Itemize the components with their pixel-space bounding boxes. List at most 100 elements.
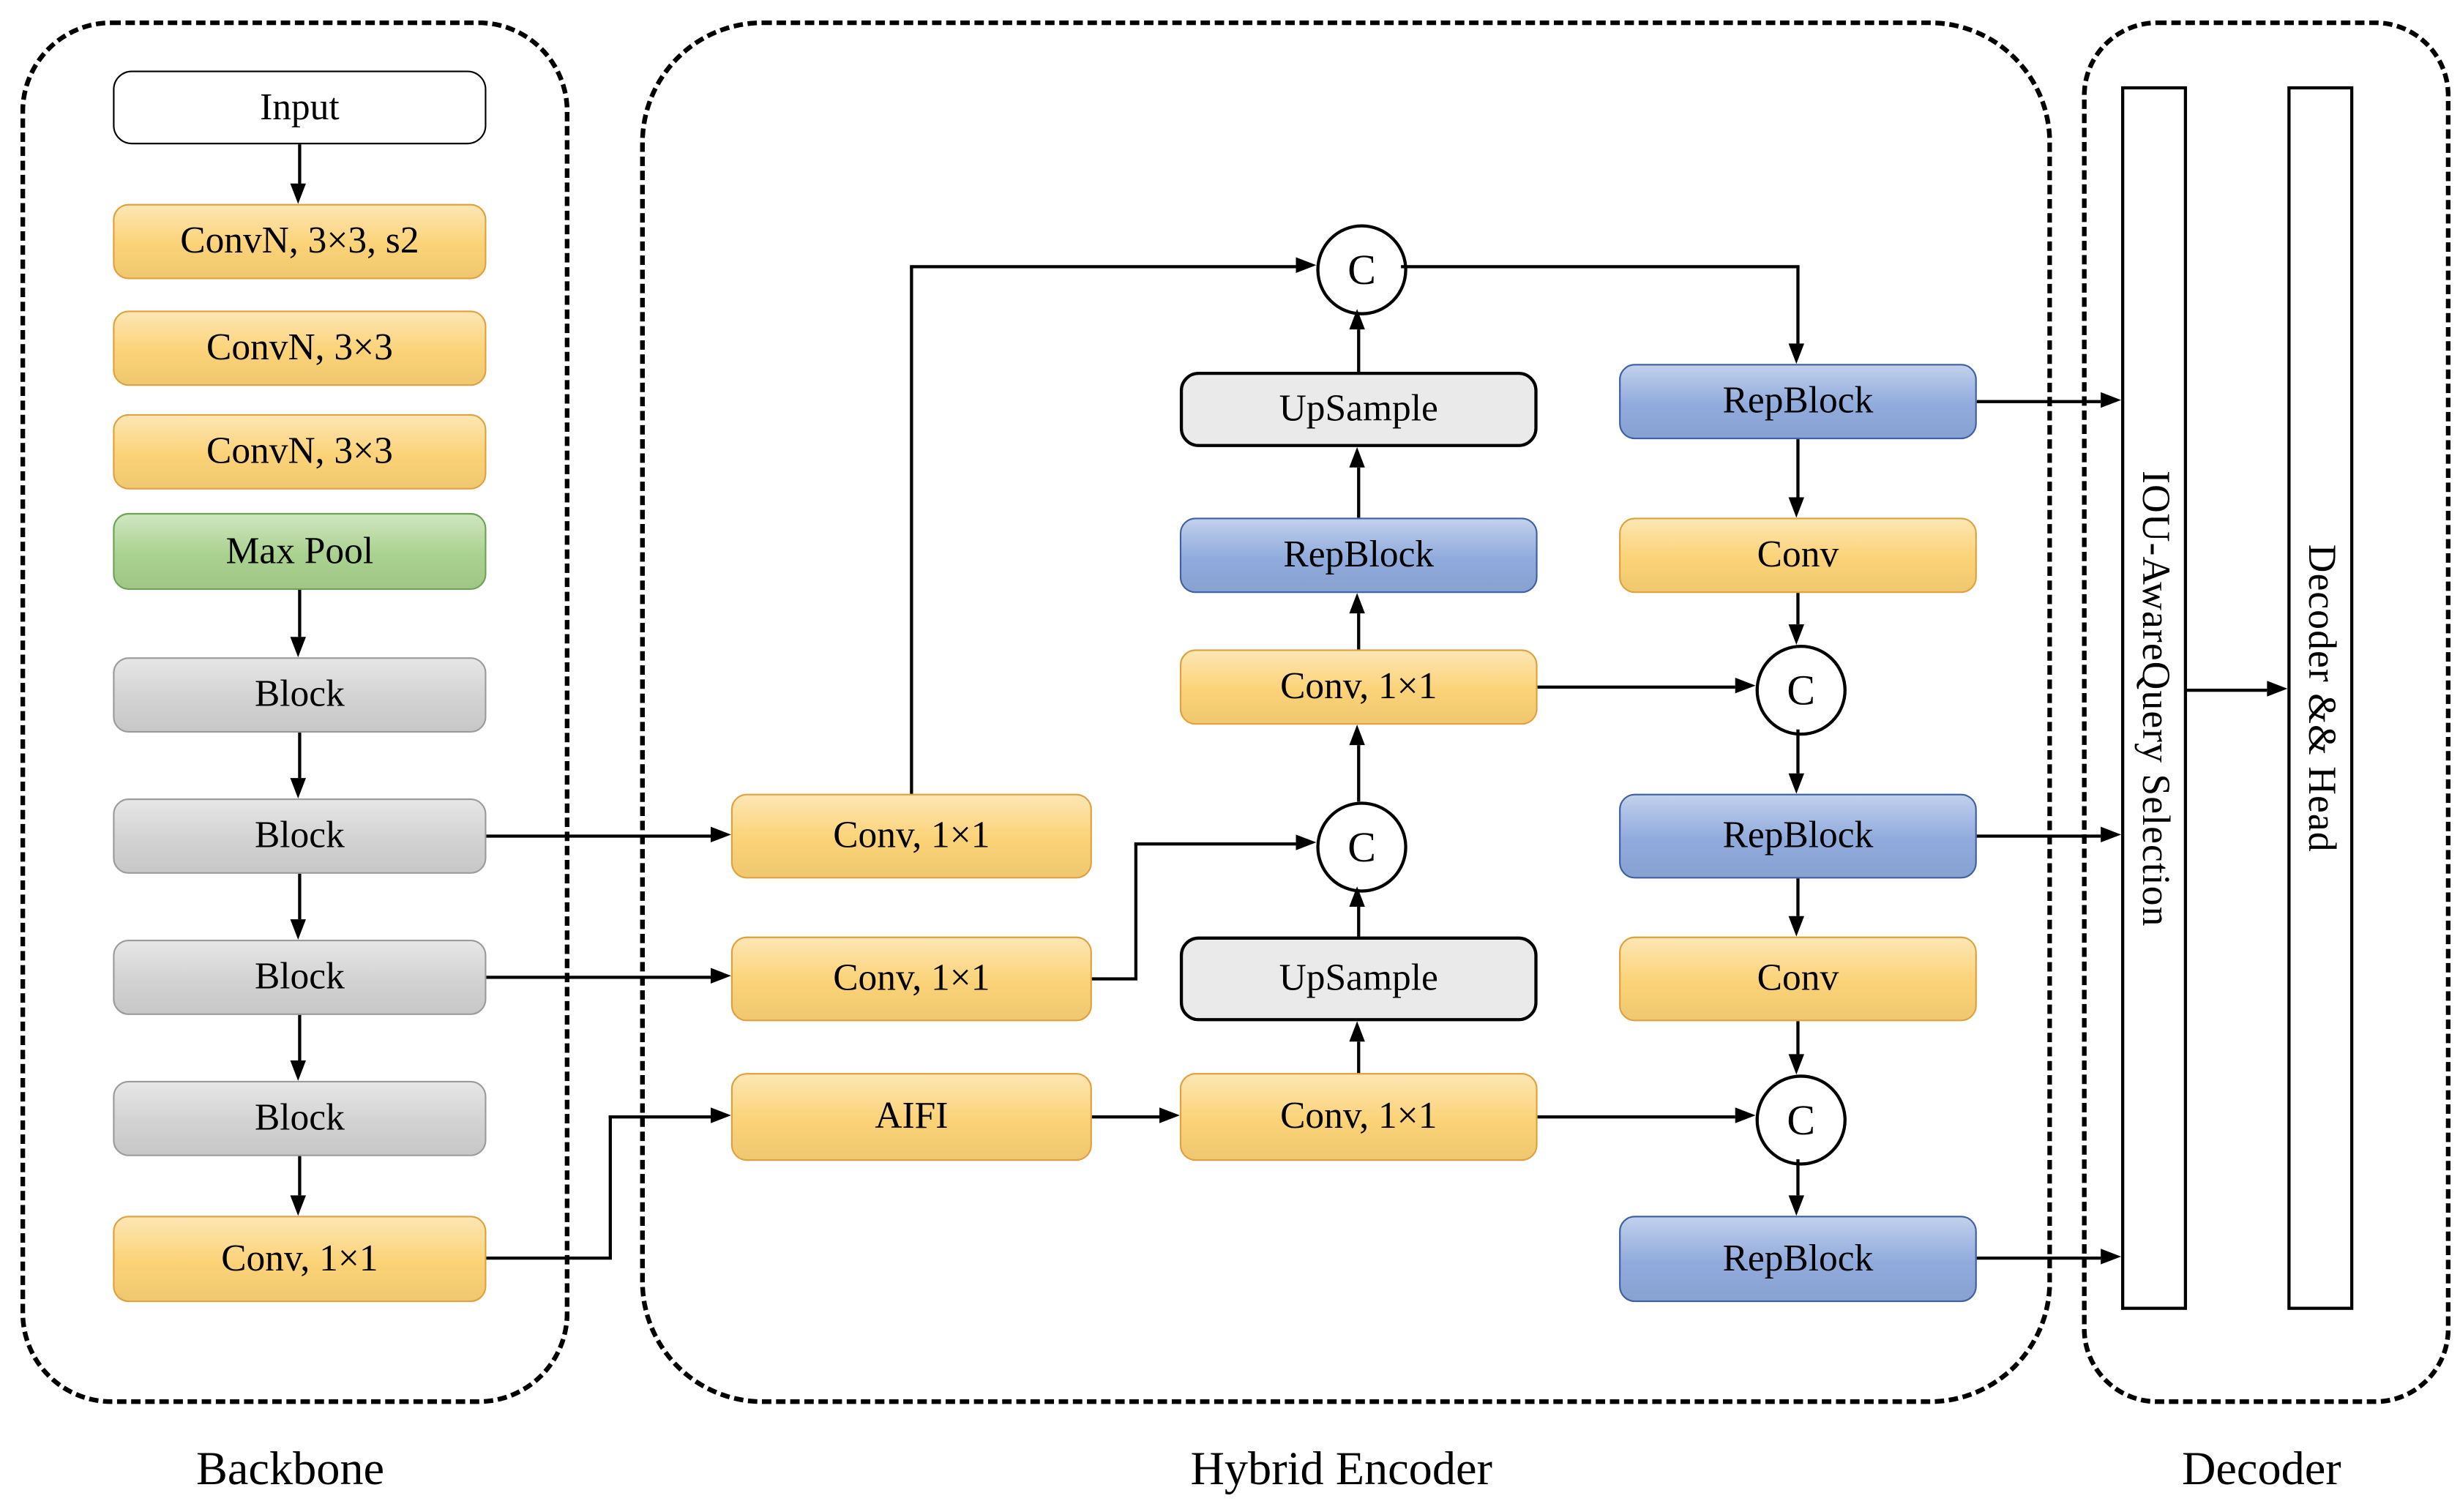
connector xyxy=(1357,1041,1360,1074)
connector xyxy=(486,834,711,837)
connector xyxy=(1796,1021,1799,1055)
panel-iou-aware-query-selection: IOU-AwareQuery Selection xyxy=(2121,86,2188,1310)
arrowhead-up xyxy=(1349,309,1365,330)
connector xyxy=(1796,593,1799,625)
node-upsample-bottom: UpSample xyxy=(1179,936,1538,1022)
concat-node-top: C xyxy=(1316,224,1407,315)
arrowhead-right xyxy=(2101,392,2122,408)
connector xyxy=(486,976,711,978)
node-repblock-right-bottom: RepBlock xyxy=(1619,1216,1977,1303)
arrowhead-down xyxy=(290,919,306,940)
arrowhead-up xyxy=(1349,593,1365,614)
node-block-2: Block xyxy=(113,798,487,874)
arrowhead-down xyxy=(1788,1195,1805,1216)
node-aifi: AIFI xyxy=(730,1073,1092,1161)
node-block-4: Block xyxy=(113,1080,487,1156)
arrowhead-up xyxy=(1349,446,1365,468)
arrowhead-right xyxy=(1735,677,1756,694)
connector xyxy=(1357,467,1360,518)
node-backbone-conv-1x1: Conv, 1×1 xyxy=(113,1216,487,1303)
arrowhead-right xyxy=(1296,834,1317,850)
node-conv-right-top: Conv xyxy=(1619,517,1977,594)
node-convn-3x3-a: ConvN, 3×3 xyxy=(113,310,487,386)
connector xyxy=(2187,688,2268,692)
connector xyxy=(298,589,301,637)
arrowhead-right xyxy=(1159,1107,1180,1123)
node-conv-1x1-left-top: Conv, 1×1 xyxy=(730,793,1092,879)
arrowhead-down xyxy=(1788,1054,1805,1075)
node-conv-right-bottom: Conv xyxy=(1619,936,1977,1022)
decoder-section-frame xyxy=(2082,20,2451,1404)
connector xyxy=(1796,729,1799,774)
arrowhead-right xyxy=(2101,826,2122,843)
connector xyxy=(298,144,301,185)
connector xyxy=(1796,878,1799,916)
panel-decoder-and-head: Decoder && Head xyxy=(2287,86,2354,1310)
arrowhead-up xyxy=(1349,886,1365,907)
arrowhead-right xyxy=(1735,1107,1756,1123)
node-repblock-right-top: RepBlock xyxy=(1619,364,1977,440)
node-block-1: Block xyxy=(113,657,487,733)
connector xyxy=(1134,844,1137,979)
concat-node-right-bottom: C xyxy=(1755,1074,1847,1166)
connector xyxy=(1796,1159,1799,1196)
node-repblock-right-mid: RepBlock xyxy=(1619,793,1977,879)
node-upsample-top: UpSample xyxy=(1179,372,1538,447)
connector xyxy=(298,873,301,920)
node-convn-3x3-b: ConvN, 3×3 xyxy=(113,413,487,490)
backbone-section-label: Backbone xyxy=(195,1443,385,1495)
connector xyxy=(1976,1256,2101,1260)
connector xyxy=(608,1115,612,1259)
arrowhead-right xyxy=(1296,257,1317,273)
connector xyxy=(1401,265,1800,268)
arrowhead-up xyxy=(1349,1021,1365,1042)
arrowhead-right xyxy=(711,1107,731,1123)
connector xyxy=(1976,400,2101,403)
connector xyxy=(1357,906,1360,937)
arrowhead-up xyxy=(1349,725,1365,746)
concat-node-right-mid: C xyxy=(1755,644,1847,736)
arrowhead-right xyxy=(2101,1249,2122,1265)
node-block-3: Block xyxy=(113,939,487,1015)
node-conv-1x1-center-bottom: Conv, 1×1 xyxy=(1179,1073,1538,1161)
arrowhead-down xyxy=(1788,916,1805,937)
arrowhead-down xyxy=(1788,773,1805,794)
arrowhead-right xyxy=(711,826,731,843)
hybrid-encoder-section-label: Hybrid Encoder xyxy=(1190,1443,1492,1495)
node-input: Input xyxy=(113,70,487,145)
connector xyxy=(910,265,1296,268)
connector xyxy=(1976,834,2101,837)
connector xyxy=(298,1156,301,1196)
connector xyxy=(486,1256,612,1260)
node-max-pool: Max Pool xyxy=(113,512,487,590)
arrowhead-down xyxy=(1788,497,1805,518)
node-conv-1x1-center-upper: Conv, 1×1 xyxy=(1179,649,1538,725)
connector xyxy=(298,1014,301,1061)
arrowhead-down xyxy=(1788,624,1805,645)
concat-node-center: C xyxy=(1316,801,1407,893)
arrowhead-down xyxy=(290,778,306,799)
connector xyxy=(1357,329,1360,373)
node-convn-3x3-s2: ConvN, 3×3, s2 xyxy=(113,203,487,280)
backbone-section-frame xyxy=(20,20,570,1404)
node-repblock-center: RepBlock xyxy=(1179,517,1538,594)
connector xyxy=(1134,842,1296,845)
connector xyxy=(910,266,913,794)
connector xyxy=(608,1115,711,1118)
connector xyxy=(1357,745,1360,802)
arrowhead-down xyxy=(290,1060,306,1081)
arrowhead-down xyxy=(1788,343,1805,364)
connector xyxy=(1357,613,1360,650)
decoder-section-label: Decoder xyxy=(2181,1443,2341,1495)
arrowhead-down xyxy=(290,1195,306,1216)
connector xyxy=(1091,977,1138,981)
arrowhead-right xyxy=(2267,681,2288,697)
arrowhead-right xyxy=(711,968,731,984)
connector xyxy=(1091,1115,1160,1118)
hybrid-encoder-section-frame xyxy=(640,20,2052,1404)
connector xyxy=(1537,1115,1735,1118)
arrowhead-down xyxy=(290,637,306,658)
node-conv-1x1-left-mid: Conv, 1×1 xyxy=(730,936,1092,1022)
connector xyxy=(1796,266,1799,344)
